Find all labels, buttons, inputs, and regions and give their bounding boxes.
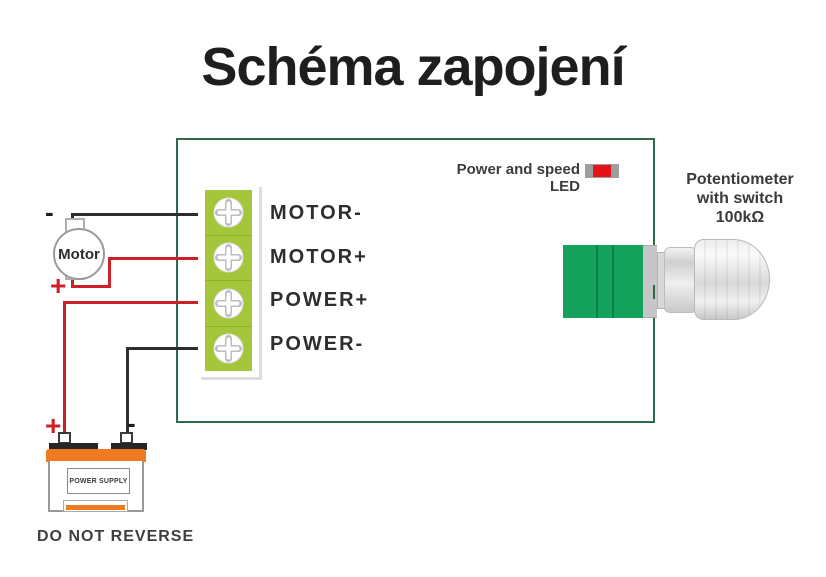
terminal-cell-motor-pos: [205, 236, 252, 281]
battery-bottom-stripe: [66, 505, 125, 510]
potentiometer-title-line2: with switch: [696, 190, 784, 207]
wire-motor-pos-riser: [108, 257, 111, 288]
terminal-block: [198, 184, 259, 377]
screw-icon: [213, 333, 244, 364]
terminal-block-green: [205, 190, 252, 371]
terminal-cell-motor-neg: [205, 190, 252, 236]
battery-plus-sign: +: [45, 410, 62, 441]
terminal-cell-power-pos: [205, 281, 252, 327]
screw-icon: [213, 242, 244, 273]
wire-power-pos-vertical: [63, 301, 66, 434]
potentiometer-bushing: [643, 245, 657, 318]
motor-label: Motor: [58, 245, 100, 263]
wire-motor-neg-horizontal: [71, 213, 218, 216]
potentiometer-body-seam: [612, 245, 614, 318]
terminal-label-power-neg: POWER-: [270, 333, 365, 355]
wire-power-neg-vertical: [126, 347, 129, 434]
led-label: Power and speed LED: [456, 161, 580, 195]
screw-icon: [213, 197, 244, 228]
battery-cap-right: [111, 443, 147, 450]
terminal-label-motor-neg: MOTOR-: [270, 202, 363, 224]
battery-orange-band: [46, 449, 146, 462]
wire-motor-pos-drop: [71, 277, 74, 288]
potentiometer-collar: [664, 247, 697, 313]
potentiometer-title-line1: Potentiometer: [686, 171, 794, 188]
battery-minus-sign: -: [127, 408, 136, 438]
page-title: Schéma zapojení: [201, 37, 625, 97]
potentiometer-knob: [694, 239, 770, 320]
battery-cap-left: [49, 443, 98, 450]
board-edge-segment: [653, 285, 655, 299]
do-not-reverse-warning: DO NOT REVERSE: [37, 528, 195, 545]
terminal-label-power-pos: POWER+: [270, 289, 370, 311]
led-die: [593, 165, 611, 177]
motor-symbol: Motor: [53, 228, 105, 280]
potentiometer-title: Potentiometer with switch 100kΩ: [660, 170, 820, 227]
wire-power-neg-horizontal: [126, 347, 218, 350]
potentiometer-body: [563, 245, 643, 318]
motor-minus-sign: -: [45, 197, 54, 227]
wire-motor-pos-horizontal: [108, 257, 218, 260]
battery-label-box: POWER SUPPLY: [67, 468, 130, 494]
wire-power-pos-horizontal: [63, 301, 218, 304]
terminal-label-motor-pos: MOTOR+: [270, 246, 368, 268]
wire-motor-pos-run: [71, 285, 111, 288]
terminal-cell-power-neg: [205, 327, 252, 372]
screw-icon: [213, 288, 244, 319]
battery-label: POWER SUPPLY: [69, 477, 128, 485]
led-icon: [585, 164, 619, 178]
potentiometer-title-line3: 100kΩ: [715, 209, 765, 226]
battery-bottom-box: [63, 500, 128, 512]
potentiometer-body-seam: [596, 245, 598, 318]
motor-plus-sign: +: [50, 270, 67, 301]
